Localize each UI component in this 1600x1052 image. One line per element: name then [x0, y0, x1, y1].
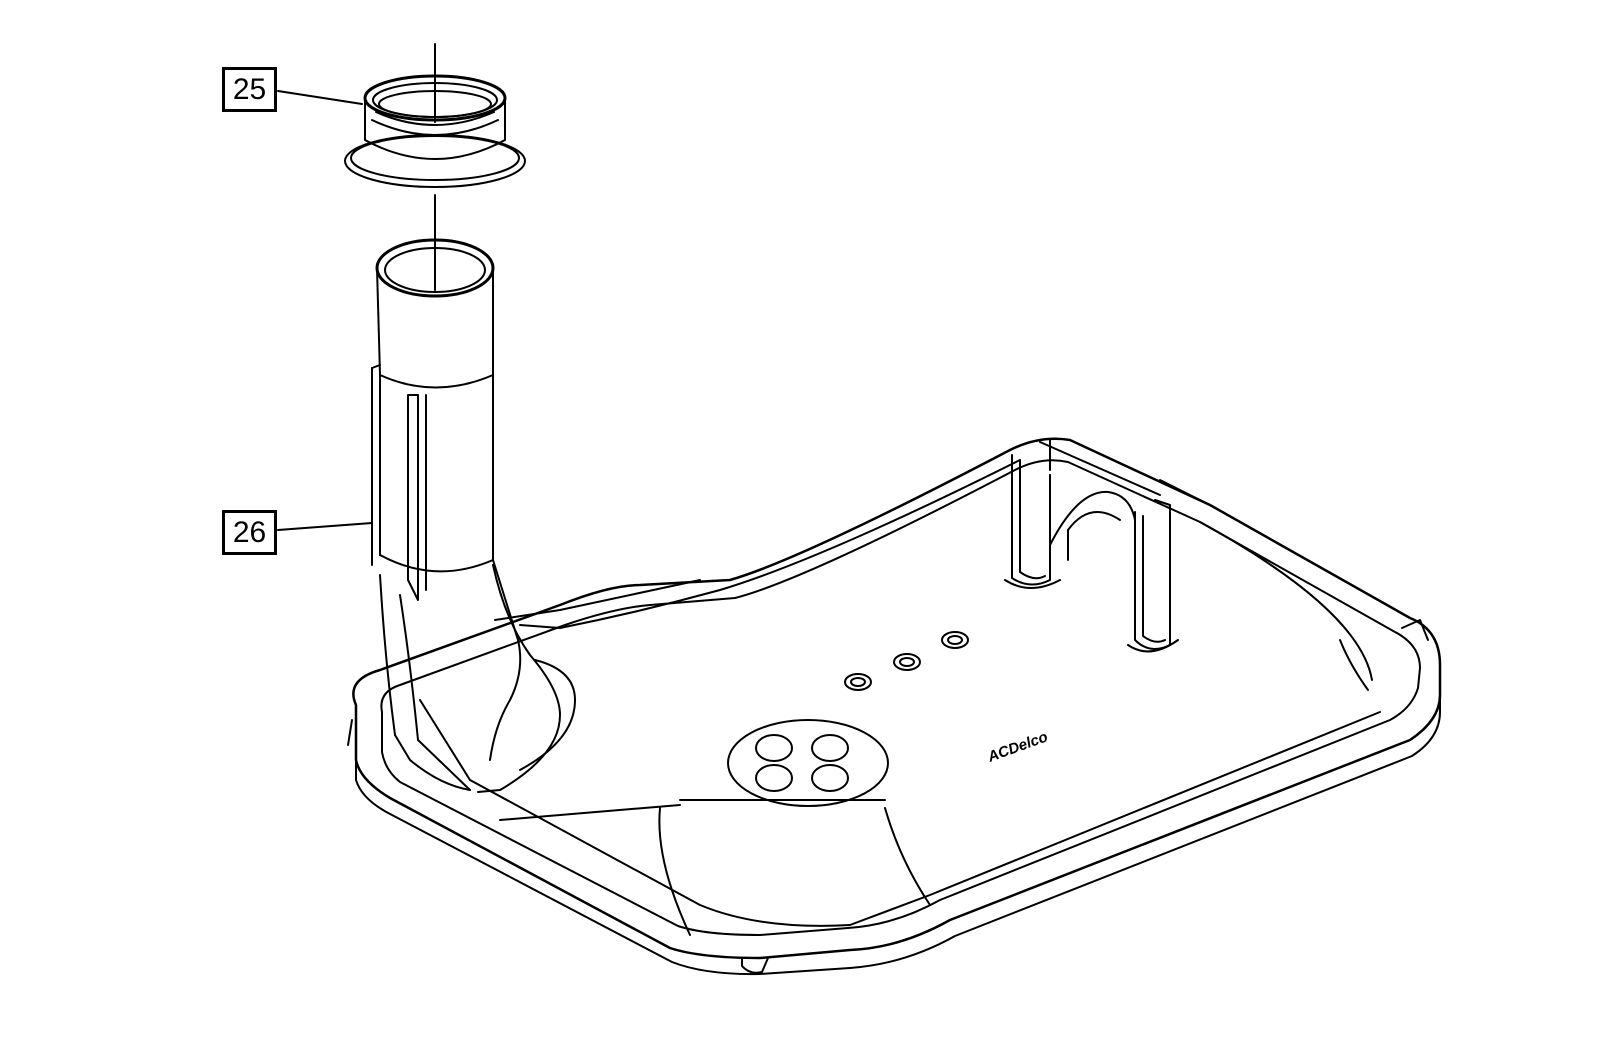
four-hole-boss [727, 719, 889, 807]
filter-inlet-tube [371, 238, 576, 793]
leader-line-25 [277, 90, 363, 105]
filter-brand-mark: ACDelco [985, 728, 1050, 766]
small-holes [844, 631, 969, 691]
filter-pan-body [347, 437, 1442, 976]
leader-line-26 [277, 522, 373, 531]
callout-label-26: 26 [222, 510, 277, 555]
filter-seal-part-25 [344, 74, 526, 188]
leader-lines [277, 90, 373, 531]
callout-label-25: 25 [222, 67, 277, 112]
filter-standoff-bracket [1004, 439, 1179, 653]
